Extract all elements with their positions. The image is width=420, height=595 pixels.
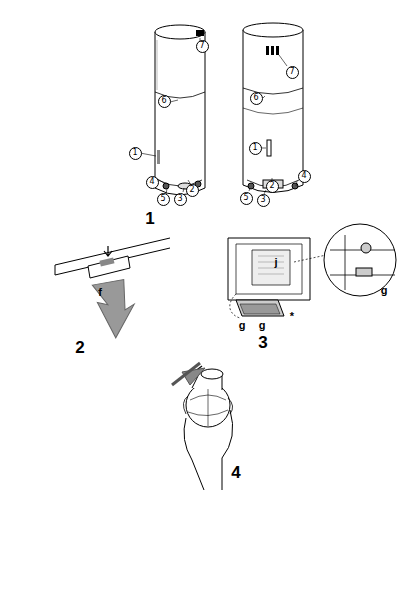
callout-number: 6 bbox=[250, 92, 263, 105]
step-number: 2 bbox=[75, 339, 84, 356]
part-letter: f bbox=[98, 287, 102, 298]
part-letter: j bbox=[274, 257, 277, 268]
callout-number: 1 bbox=[249, 142, 262, 155]
callout-number: 2 bbox=[266, 180, 279, 193]
step-number: 1 bbox=[145, 210, 154, 227]
part-letter: g bbox=[259, 320, 266, 331]
hood-left bbox=[140, 25, 205, 195]
callout-number: 7 bbox=[286, 66, 299, 79]
filter-panel-step bbox=[228, 224, 396, 318]
part-letter: g bbox=[381, 285, 388, 296]
lamp-step bbox=[172, 363, 233, 490]
callout-number: 4 bbox=[146, 176, 159, 189]
callout-number: 4 bbox=[298, 170, 311, 183]
filter-release-step bbox=[55, 238, 170, 340]
hood-right bbox=[243, 23, 303, 194]
callout-number: 2 bbox=[186, 184, 199, 197]
step-number: 4 bbox=[231, 464, 240, 481]
callout-number: 3 bbox=[174, 193, 187, 206]
step-number: 3 bbox=[258, 334, 267, 351]
callout-number: 5 bbox=[157, 193, 170, 206]
callout-number: 1 bbox=[129, 147, 142, 160]
callout-number: 3 bbox=[257, 194, 270, 207]
callout-number: 5 bbox=[240, 192, 253, 205]
part-letter: * bbox=[290, 311, 294, 322]
callout-number: 7 bbox=[196, 40, 209, 53]
callout-number: 6 bbox=[158, 95, 171, 108]
part-letter: g bbox=[239, 320, 246, 331]
